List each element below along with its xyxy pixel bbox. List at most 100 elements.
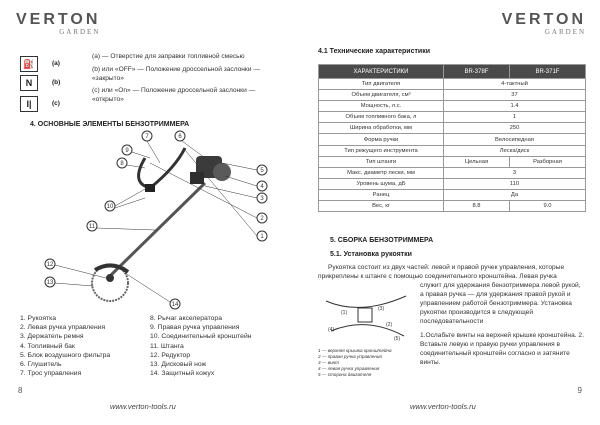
spec-header: BR-371F	[508, 64, 587, 79]
callout-13: 13	[44, 276, 94, 288]
spec-value: 4-тактный	[443, 77, 586, 91]
part-item: 13. Дисковый нож	[150, 361, 207, 369]
part-item: 8. Рычаг акселератора	[150, 315, 222, 322]
handle-text-intro: Рукоятка состоит из двух частей: левой и…	[318, 264, 565, 281]
spec-table: ХАРАКТЕРИСТИКИ BR-378F BR-371F Тип двига…	[318, 64, 587, 213]
icon-desc-b: (b) или «OFF» — Положение дроссельной за…	[92, 66, 260, 82]
legend-item: 4 — левая ручка управления	[318, 366, 380, 371]
spec-value: Цельная	[443, 155, 510, 168]
handle-title: 5.1. Установка рукоятки	[330, 251, 412, 258]
spec-name: Тип штанги	[318, 155, 444, 168]
svg-text:9: 9	[125, 148, 129, 154]
brand-sub: GARDEN	[59, 28, 101, 36]
svg-text:4: 4	[260, 184, 264, 190]
parts-list-left: 1. Рукоятка 2. Левая ручка управления 3.…	[20, 314, 110, 378]
spec-value: 37	[443, 89, 586, 102]
svg-text:8: 8	[120, 161, 124, 167]
figure-legend: 1 — верхняя крышка кронштейна 2 — правая…	[318, 348, 392, 378]
handle-steps: 1.Ослабьте винты на верхней крышке кронш…	[420, 332, 584, 367]
legend-item: 1 — верхняя крышка кронштейна	[318, 348, 392, 353]
legend-item: 2 — правая ручка управления	[318, 354, 382, 359]
svg-text:(5): (5)	[394, 336, 400, 342]
svg-text:14: 14	[172, 302, 179, 308]
part-item: 14. Защитный кожух	[150, 370, 215, 378]
part-item: 12. Редуктор	[150, 351, 191, 359]
svg-text:12: 12	[47, 262, 54, 268]
footer-url: www.verton-tools.ru	[110, 402, 176, 411]
callout-6: 6	[174, 130, 206, 159]
spec-value: 250	[443, 122, 586, 135]
callout-1: 1	[184, 149, 268, 242]
part-item: 9. Правая ручка управления	[150, 324, 240, 332]
bracket-drawing	[145, 184, 155, 192]
spec-header: BR-378F	[443, 64, 510, 79]
svg-text:(4): (4)	[328, 327, 334, 333]
callout-12: 12	[44, 258, 107, 279]
svg-text:7: 7	[145, 134, 149, 140]
part-item: 7. Трос управления	[20, 370, 82, 378]
svg-text:6: 6	[178, 134, 182, 140]
legend-item: 3 — винт	[318, 360, 340, 365]
page-number: 8	[18, 386, 23, 395]
part-item: 4. Топливный бак	[20, 342, 75, 350]
brand-name: VERTON	[16, 11, 101, 28]
icon-desc-a: (a) — Отверстие для заправки топливной с…	[92, 53, 245, 60]
spec-header: ХАРАКТЕРИСТИКИ	[318, 64, 444, 79]
svg-text:(2): (2)	[386, 322, 392, 328]
svg-text:11: 11	[89, 224, 96, 230]
callout-14: 14	[124, 272, 181, 310]
brand-name: VERTON	[501, 11, 586, 28]
right-handle-drawing	[149, 147, 187, 190]
spec-value: 1.4	[443, 100, 586, 113]
handlebar-sketch	[330, 324, 405, 337]
legend-item: 5 — сторона двигателя	[318, 372, 372, 377]
spec-name: Объем топливного бака, л	[318, 111, 444, 124]
spec-name: Ширина обработки, мм	[318, 122, 444, 135]
callout-9: 9	[121, 144, 151, 159]
parts-list-right: 8. Рычаг акселератора 9. Правая ручка уп…	[150, 314, 252, 378]
section-title: 4. ОСНОВНЫЕ ЭЛЕМЕНТЫ БЕНЗОТРИММЕРА	[30, 121, 190, 128]
svg-text:13: 13	[47, 280, 54, 286]
part-item: 6. Глушитель	[20, 361, 62, 369]
spec-title: 4.1 Технические характеристики	[318, 48, 431, 55]
footer-url: www.verton-tools.ru	[410, 402, 476, 411]
svg-text:(1): (1)	[341, 310, 347, 316]
page-number: 9	[577, 386, 582, 395]
svg-text:10: 10	[107, 204, 114, 210]
assembly-title: 5. СБОРКА БЕНЗОТРИММЕРА	[330, 237, 434, 244]
right-page: VERTON GARDEN 4.1 Технические характерис…	[300, 0, 600, 425]
handlebar-sketch	[325, 295, 407, 308]
icon-label-b: (b)	[52, 79, 61, 86]
brand-sub: GARDEN	[544, 28, 586, 36]
spec-value: 8.8	[443, 200, 510, 213]
part-item: 11. Штанга	[150, 342, 184, 350]
callout-5: 5	[221, 162, 268, 176]
guard-drawing	[93, 263, 130, 274]
spec-value: Разборная	[508, 155, 587, 168]
callout-2: 2	[149, 162, 268, 224]
spec-value: Леска/диск	[443, 144, 586, 157]
shaft-line	[108, 181, 207, 278]
bracket-sketch	[357, 307, 373, 323]
spec-name: Тип режущего инструмента	[318, 144, 444, 157]
part-item: 10. Соединительный кронштейн	[150, 333, 252, 341]
icon-label-c: (c)	[52, 100, 60, 107]
spec-value: 110	[443, 177, 586, 190]
svg-text:3: 3	[260, 196, 264, 202]
spec-header-row: ХАРАКТЕРИСТИКИ BR-378F BR-371F	[318, 64, 587, 79]
callout-7: 7	[141, 130, 161, 164]
svg-text:5: 5	[260, 168, 264, 174]
part-item: 2. Левая ручка управления	[20, 324, 106, 332]
choke-closed-icon: N	[20, 75, 38, 91]
choke-open-icon: I|	[20, 96, 38, 112]
gearbox-drawing	[106, 274, 114, 282]
engine-drawing	[190, 156, 231, 184]
callout-11: 11	[86, 220, 156, 232]
